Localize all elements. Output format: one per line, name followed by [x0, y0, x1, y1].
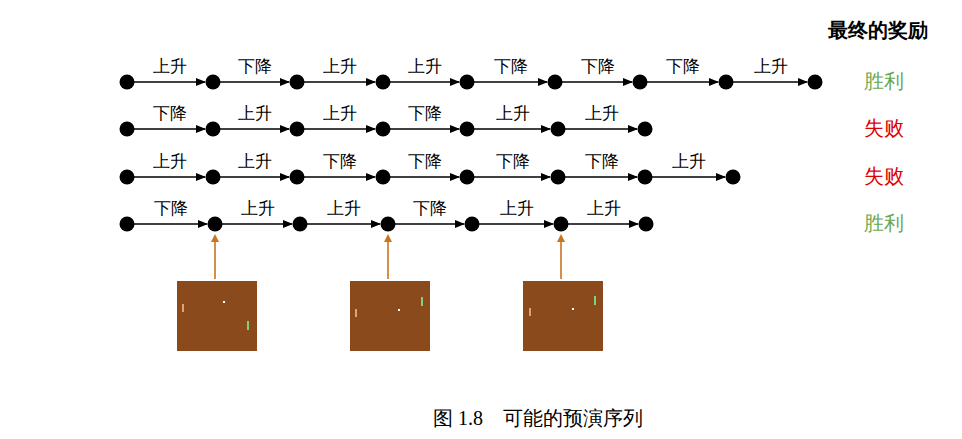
- state-dot: [206, 75, 221, 90]
- action-arrow: [304, 176, 375, 177]
- state-dot: [551, 170, 566, 185]
- state-dot: [465, 217, 480, 232]
- pong-screen: [350, 236, 430, 351]
- action-label: 下降: [666, 58, 700, 75]
- state-dot: [633, 75, 648, 90]
- reward-result: 胜利: [864, 71, 904, 91]
- action-label: 上升: [585, 105, 619, 122]
- state-dot: [376, 170, 391, 185]
- action-arrow: [134, 81, 205, 82]
- state-dot: [376, 122, 391, 137]
- action-arrow: [652, 176, 725, 177]
- state-dot: [290, 75, 305, 90]
- action-arrow: [220, 81, 289, 82]
- state-dot: [554, 217, 569, 232]
- action-label: 上升: [323, 58, 357, 75]
- state-dot: [120, 170, 135, 185]
- state-dot: [208, 217, 223, 232]
- state-dot: [638, 170, 653, 185]
- action-label: 下降: [154, 200, 188, 217]
- state-dot: [638, 122, 653, 137]
- state-dot: [548, 75, 563, 90]
- action-label: 下降: [413, 200, 447, 217]
- figure-caption: 图 1.8 可能的预演序列: [433, 408, 643, 428]
- action-arrow: [568, 223, 638, 224]
- action-arrow: [134, 223, 207, 224]
- state-dot: [290, 122, 305, 137]
- action-label: 下降: [238, 58, 272, 75]
- state-dot: [460, 170, 475, 185]
- state-dot: [120, 75, 135, 90]
- action-arrow: [220, 176, 289, 177]
- action-arrow: [565, 176, 637, 177]
- action-arrow: [474, 176, 550, 177]
- action-label: 上升: [153, 58, 187, 75]
- action-label: 上升: [587, 200, 621, 217]
- state-dot: [726, 170, 741, 185]
- action-label: 下降: [494, 58, 528, 75]
- state-dot: [206, 170, 221, 185]
- action-label: 下降: [153, 105, 187, 122]
- action-label: 上升: [408, 58, 442, 75]
- action-arrow: [474, 128, 550, 129]
- state-dot: [293, 217, 308, 232]
- action-arrow: [474, 81, 547, 82]
- state-dot: [376, 75, 391, 90]
- action-label: 上升: [238, 105, 272, 122]
- action-arrow: [304, 81, 375, 82]
- state-dot: [460, 75, 475, 90]
- action-label: 下降: [581, 58, 615, 75]
- action-label: 下降: [323, 153, 357, 170]
- action-arrow: [390, 176, 459, 177]
- action-arrow: [733, 81, 807, 82]
- action-arrow: [565, 128, 637, 129]
- action-arrow: [304, 128, 375, 129]
- action-label: 上升: [323, 105, 357, 122]
- reward-result: 胜利: [864, 213, 904, 233]
- action-label: 下降: [408, 153, 442, 170]
- state-dot: [551, 122, 566, 137]
- action-label: 上升: [672, 153, 706, 170]
- state-dot: [460, 122, 475, 137]
- action-arrow: [562, 81, 632, 82]
- state-dot: [808, 75, 823, 90]
- state-dot: [206, 122, 221, 137]
- action-label: 上升: [496, 105, 530, 122]
- action-arrow: [222, 223, 292, 224]
- action-label: 下降: [408, 105, 442, 122]
- action-label: 上升: [754, 58, 788, 75]
- state-dot: [639, 217, 654, 232]
- action-label: 上升: [241, 200, 275, 217]
- action-label: 上升: [238, 153, 272, 170]
- state-dot: [120, 217, 135, 232]
- pong-screen: [523, 236, 603, 351]
- state-dot: [381, 217, 396, 232]
- action-label: 上升: [153, 153, 187, 170]
- reward-result: 失败: [864, 166, 904, 186]
- action-arrow: [220, 128, 289, 129]
- pong-screen: [177, 236, 257, 351]
- action-arrow: [395, 223, 464, 224]
- action-arrow: [647, 81, 718, 82]
- action-arrow: [390, 81, 459, 82]
- action-arrow: [479, 223, 553, 224]
- action-arrow: [390, 128, 459, 129]
- column-heading: 最终的奖励: [828, 20, 928, 40]
- action-label: 下降: [496, 153, 530, 170]
- action-arrow: [134, 176, 205, 177]
- reward-result: 失败: [864, 118, 904, 138]
- state-dot: [719, 75, 734, 90]
- action-label: 上升: [327, 200, 361, 217]
- action-label: 下降: [585, 153, 619, 170]
- action-arrow: [134, 128, 205, 129]
- action-label: 上升: [500, 200, 534, 217]
- action-arrow: [307, 223, 380, 224]
- state-dot: [290, 170, 305, 185]
- state-dot: [120, 122, 135, 137]
